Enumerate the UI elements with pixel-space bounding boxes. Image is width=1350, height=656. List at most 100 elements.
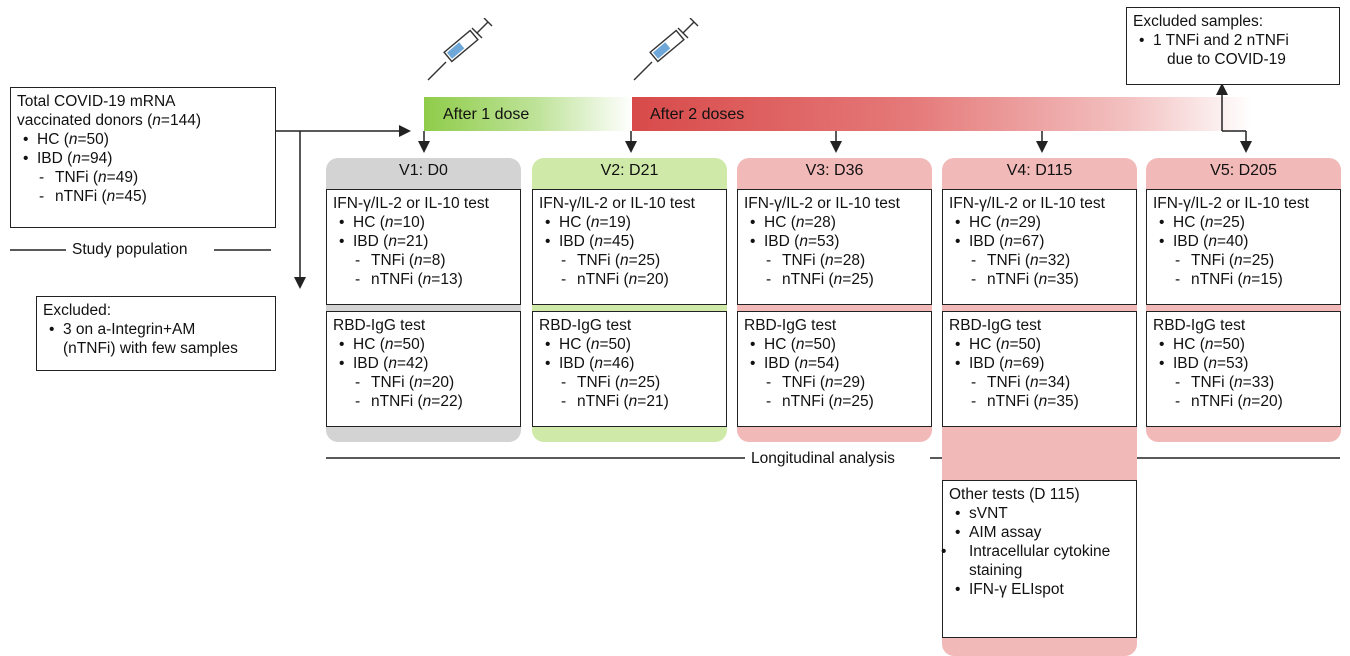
n-symbol: n xyxy=(1004,233,1013,250)
tnfi-value: =32) xyxy=(1038,252,1071,269)
tnfi-label: TNFi ( xyxy=(987,374,1031,391)
n-symbol: n xyxy=(833,271,843,288)
ntnfi-label: nTNFi ( xyxy=(577,271,629,288)
excluded-samples-title: Excluded samples: xyxy=(1133,13,1264,30)
rbd-test-title: RBD-IgG test xyxy=(949,317,1042,334)
n-symbol: n xyxy=(1242,393,1252,410)
ntnfi-label: nTNFi ( xyxy=(987,271,1039,288)
excluded-line1: 3 on a-Integrin+AM xyxy=(43,320,269,339)
ntnfi-value: =25) xyxy=(842,271,874,288)
tnfi-prefix: TNFi ( xyxy=(55,169,99,186)
hc-label: HC ( xyxy=(559,336,591,353)
hc-prefix: HC ( xyxy=(37,131,69,148)
rbd-test-box: RBD-IgG test HC (n =50) IBD (n=54) TNFi (… xyxy=(737,311,932,427)
other-test-item: IFN-γ ELIspot xyxy=(949,580,1130,599)
rbd-test-title: RBD-IgG test xyxy=(744,317,837,334)
n-symbol: n xyxy=(1208,355,1217,372)
hc-count: HC (n=28) xyxy=(744,213,925,232)
tnfi-count: TNFi (n=25) xyxy=(539,251,720,270)
ibd-label: IBD ( xyxy=(969,233,1005,250)
ifn-test-title: IFN-γ/IL-2 or IL-10 test xyxy=(539,195,695,212)
ntnfi-count: nTNFi (n=21) xyxy=(539,392,720,411)
ntnfi-value: =45) xyxy=(115,188,147,205)
hc-count: HC (n=50) xyxy=(949,335,1130,354)
other-test-item: sVNT xyxy=(949,504,1130,523)
n-symbol: n xyxy=(799,355,808,372)
tnfi-value: =28) xyxy=(833,252,866,269)
ibd-value: =53) xyxy=(807,233,840,250)
hc-value: =19) xyxy=(599,214,631,231)
visit-title: V1: D0 xyxy=(399,162,448,179)
ntnfi-label: nTNFi ( xyxy=(1191,393,1243,410)
ibd-value: =45) xyxy=(602,233,635,250)
total-donors-box: Total COVID-19 mRNA vaccinated donors ( n… xyxy=(10,87,276,228)
ibd-value: =54) xyxy=(807,355,840,372)
ibd-label: IBD ( xyxy=(764,233,800,250)
tnfi-count: TNFi (n=33) xyxy=(1153,373,1334,392)
n-symbol: n xyxy=(1004,355,1013,372)
tnfi-label: TNFi ( xyxy=(1191,252,1235,269)
tnfi-label: TNFi ( xyxy=(987,252,1031,269)
n-symbol: n xyxy=(98,169,107,186)
ibd-value: =42) xyxy=(396,355,429,372)
dose1-bar xyxy=(424,97,632,131)
hc-label: HC ( xyxy=(764,214,796,231)
ntnfi-label: nTNFi ( xyxy=(987,393,1039,410)
ifn-test-box: IFN-γ/IL-2 or IL-10 test HC (n=25) IBD (… xyxy=(1146,189,1341,305)
ibd-count: IBD (n=21) xyxy=(333,232,514,251)
hc-value: =50) xyxy=(804,336,836,353)
total-ibd: IBD (n=94) xyxy=(17,149,269,168)
hc-count: HC (n=29) xyxy=(949,213,1130,232)
excluded-line2: (nTNFi) with few samples xyxy=(63,340,238,357)
ibd-count: IBD (n=67) xyxy=(949,232,1130,251)
tnfi-count: TNFi (n=25) xyxy=(1153,251,1334,270)
ifn-test-title: IFN-γ/IL-2 or IL-10 test xyxy=(1153,195,1309,212)
excluded-title: Excluded: xyxy=(43,302,112,319)
ntnfi-count: nTNFi (n=22) xyxy=(333,392,514,411)
ibd-value: =40) xyxy=(1216,233,1249,250)
n-symbol: n xyxy=(1000,336,1010,353)
n-symbol: n xyxy=(414,252,423,269)
hc-label: HC ( xyxy=(969,214,1001,231)
total-prefix: vaccinated donors ( xyxy=(17,112,153,129)
total-hc: HC (n=50) xyxy=(17,130,269,149)
hc-value: =50) xyxy=(1009,336,1041,353)
tnfi-value: =25) xyxy=(1242,252,1275,269)
tnfi-label: TNFi ( xyxy=(1191,374,1235,391)
tnfi-label: TNFi ( xyxy=(782,374,826,391)
ntnfi-label: nTNFi ( xyxy=(1191,271,1243,288)
ntnfi-count: nTNFi (n=35) xyxy=(949,392,1130,411)
rbd-test-box: RBD-IgG test HC (n=50) IBD (n=53) TNFi (… xyxy=(1146,311,1341,427)
n-symbol: n xyxy=(825,252,834,269)
ibd-label: IBD ( xyxy=(353,233,389,250)
total-value: =144) xyxy=(160,112,201,129)
n-symbol: n xyxy=(1038,271,1048,288)
n-symbol: n xyxy=(620,252,629,269)
tnfi-value: =25) xyxy=(628,252,661,269)
ibd-count: IBD (n=46) xyxy=(539,354,720,373)
excluded-samples-line1: 1 TNFi and 2 nTNFi xyxy=(1133,31,1333,50)
syringe-icon xyxy=(633,18,699,81)
ntnfi-count: nTNFi (n=35) xyxy=(949,270,1130,289)
total-line1: Total COVID-19 mRNA xyxy=(17,93,176,110)
visit-title: V3: D36 xyxy=(805,162,864,179)
n-symbol: n xyxy=(795,214,805,231)
ibd-count: IBD (n=54) xyxy=(744,354,925,373)
n-symbol: n xyxy=(1234,374,1243,391)
ibd-label: IBD ( xyxy=(764,355,800,372)
n-symbol: n xyxy=(1208,233,1217,250)
hc-label: HC ( xyxy=(764,336,796,353)
hc-value: =50) xyxy=(1213,336,1245,353)
ifn-test-box: IFN-γ/IL-2 or IL-10 test HC (n=10) IBD (… xyxy=(326,189,521,305)
n-symbol: n xyxy=(594,355,603,372)
hc-label: HC ( xyxy=(353,214,385,231)
n-symbol: n xyxy=(1030,374,1039,391)
excluded-box: Excluded: 3 on a-Integrin+AM (nTNFi) wit… xyxy=(36,296,276,371)
rbd-test-title: RBD-IgG test xyxy=(539,317,632,334)
visit-title: V5: D205 xyxy=(1210,162,1277,179)
ntnfi-label: nTNFi ( xyxy=(577,393,629,410)
n-symbol: n xyxy=(1030,252,1039,269)
ntnfi-label: nTNFi ( xyxy=(782,271,834,288)
ibd-label: IBD ( xyxy=(1173,233,1209,250)
tnfi-value: =25) xyxy=(628,374,661,391)
